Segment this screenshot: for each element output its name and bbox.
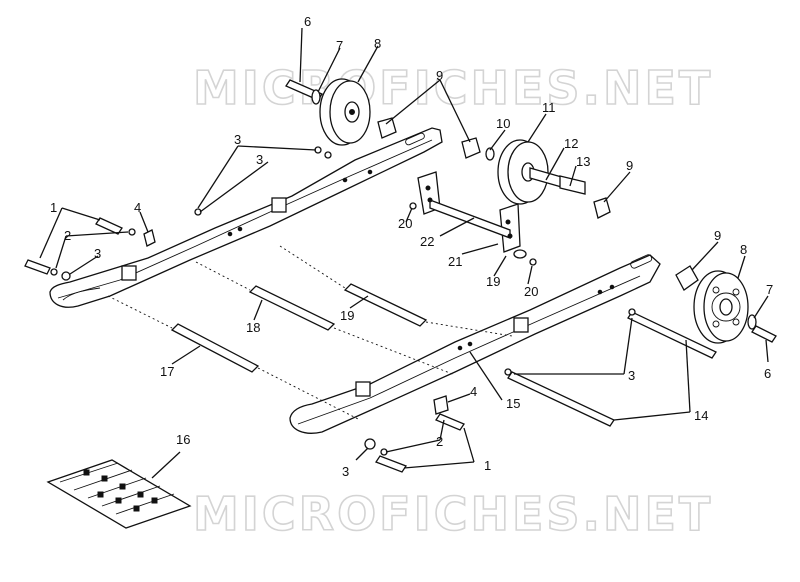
callout-12: 12 <box>564 136 578 151</box>
bracket-4-left <box>143 229 156 247</box>
washer-10 <box>485 147 495 161</box>
callout-4-left: 4 <box>134 200 141 215</box>
callout-17: 17 <box>160 364 174 379</box>
callout-9-mid: 9 <box>626 158 633 173</box>
callouts: 1 2 3 4 6 7 8 3 3 9 10 11 12 13 9 9 8 7 … <box>50 14 773 479</box>
callout-7-left: 7 <box>336 38 343 53</box>
callout-5: 3 <box>234 132 241 147</box>
callout-20-upper: 20 <box>398 216 412 231</box>
callout-18: 18 <box>246 320 260 335</box>
callout-3-bottom: 3 <box>342 464 349 479</box>
callout-2-left: 2 <box>64 228 71 243</box>
callout-20-lower: 20 <box>524 284 538 299</box>
callout-22: 22 <box>420 234 434 249</box>
bolt-1-right-a <box>435 413 465 431</box>
bushing-9c <box>593 197 611 219</box>
idler-wheel-left <box>319 78 371 146</box>
idler-wheel-right <box>693 270 749 344</box>
leader-lines <box>39 27 769 479</box>
long-bolt-14-upper <box>627 311 717 359</box>
slide-clip-left-2 <box>271 197 287 213</box>
washer-7-right <box>747 314 757 330</box>
callout-14: 14 <box>694 408 708 423</box>
slide-pad-16 <box>46 459 192 529</box>
callout-8-left: 8 <box>374 36 381 51</box>
slide-clip-right-1 <box>355 381 371 397</box>
callout-8-right: 8 <box>740 242 747 257</box>
callout-1-left: 1 <box>50 200 57 215</box>
washer-7-left <box>311 89 321 105</box>
slide-clip-right-2 <box>513 317 529 333</box>
bolt-1-left-b <box>24 259 51 275</box>
callout-21: 21 <box>448 254 462 269</box>
callout-10: 10 <box>496 116 510 131</box>
callout-6-left: 6 <box>304 14 311 29</box>
axle-wheel-center <box>497 139 586 205</box>
callout-3-upper: 3 <box>256 152 263 167</box>
bushing-9b <box>461 137 481 159</box>
callout-13: 13 <box>576 154 590 169</box>
callout-7-right: 7 <box>766 282 773 297</box>
callout-19-mid: 19 <box>486 274 500 289</box>
callout-3-left: 3 <box>94 246 101 261</box>
callout-19: 19 <box>340 308 354 323</box>
callout-9-upper: 9 <box>436 68 443 83</box>
callout-3-right: 3 <box>628 368 635 383</box>
cross-shafts <box>107 245 513 421</box>
bolt-1-left-a <box>95 217 123 235</box>
bolt-1-right-b <box>375 455 407 473</box>
watermark-bottom: MICROFICHES.NET <box>193 487 713 541</box>
bushing-9a <box>377 117 397 139</box>
callout-4-right: 4 <box>470 384 477 399</box>
bushing-9d <box>675 265 699 291</box>
callout-9-right: 9 <box>714 228 721 243</box>
callout-16: 16 <box>176 432 190 447</box>
callout-11: 11 <box>542 100 556 115</box>
watermark-top: MICROFICHES.NET <box>193 61 713 115</box>
torque-arm <box>417 171 527 259</box>
callout-1-right: 1 <box>484 458 491 473</box>
rail-left <box>49 127 443 308</box>
slide-clip-left-1 <box>121 265 137 281</box>
rail-right <box>289 254 661 434</box>
callout-6-right: 6 <box>764 366 771 381</box>
bracket-4-right <box>433 395 449 415</box>
callout-15: 15 <box>506 396 520 411</box>
callout-2-right: 2 <box>436 434 443 449</box>
bolt-6-right <box>751 325 777 343</box>
long-bolt-14-lower <box>507 371 615 427</box>
